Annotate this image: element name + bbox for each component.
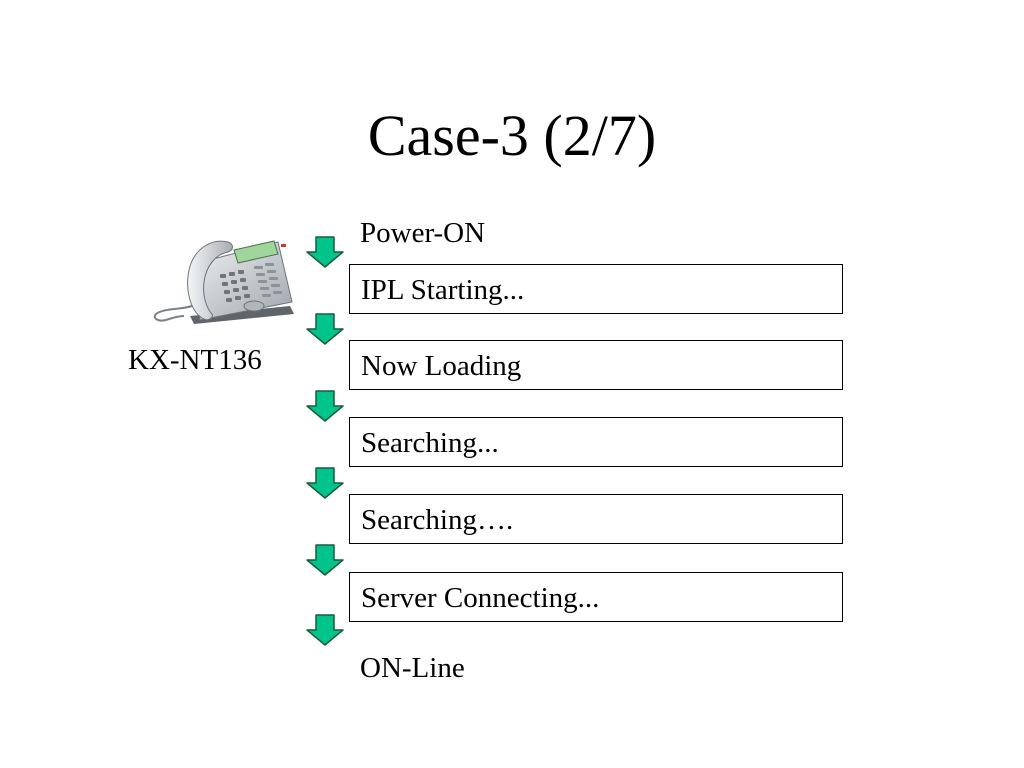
start-state-label: Power-ON — [360, 217, 486, 249]
down-arrow-icon — [306, 236, 344, 268]
down-arrow-icon — [306, 390, 344, 422]
down-arrow-icon — [306, 544, 344, 576]
down-arrow-icon — [306, 313, 344, 345]
down-arrow-icon — [306, 614, 344, 646]
stage-label: Searching…. — [361, 504, 514, 536]
end-state-label: ON-Line — [360, 652, 465, 684]
device-model-label: KX-NT136 — [128, 344, 262, 376]
desk-phone-icon — [153, 240, 294, 324]
stage-box-searching-1: Searching... — [349, 417, 843, 467]
stage-box-searching-2: Searching…. — [349, 494, 843, 544]
stage-box-now-loading: Now Loading — [349, 340, 843, 390]
slide-title: Case-3 (2/7) — [367, 103, 657, 168]
stage-label: Searching... — [361, 427, 499, 459]
stage-box-ipl-starting: IPL Starting... — [349, 264, 843, 314]
stage-label: Now Loading — [361, 350, 522, 382]
down-arrow-icon — [306, 467, 344, 499]
stage-box-server-connecting: Server Connecting... — [349, 572, 843, 622]
stage-label: IPL Starting... — [361, 274, 525, 306]
stage-label: Server Connecting... — [361, 582, 600, 614]
